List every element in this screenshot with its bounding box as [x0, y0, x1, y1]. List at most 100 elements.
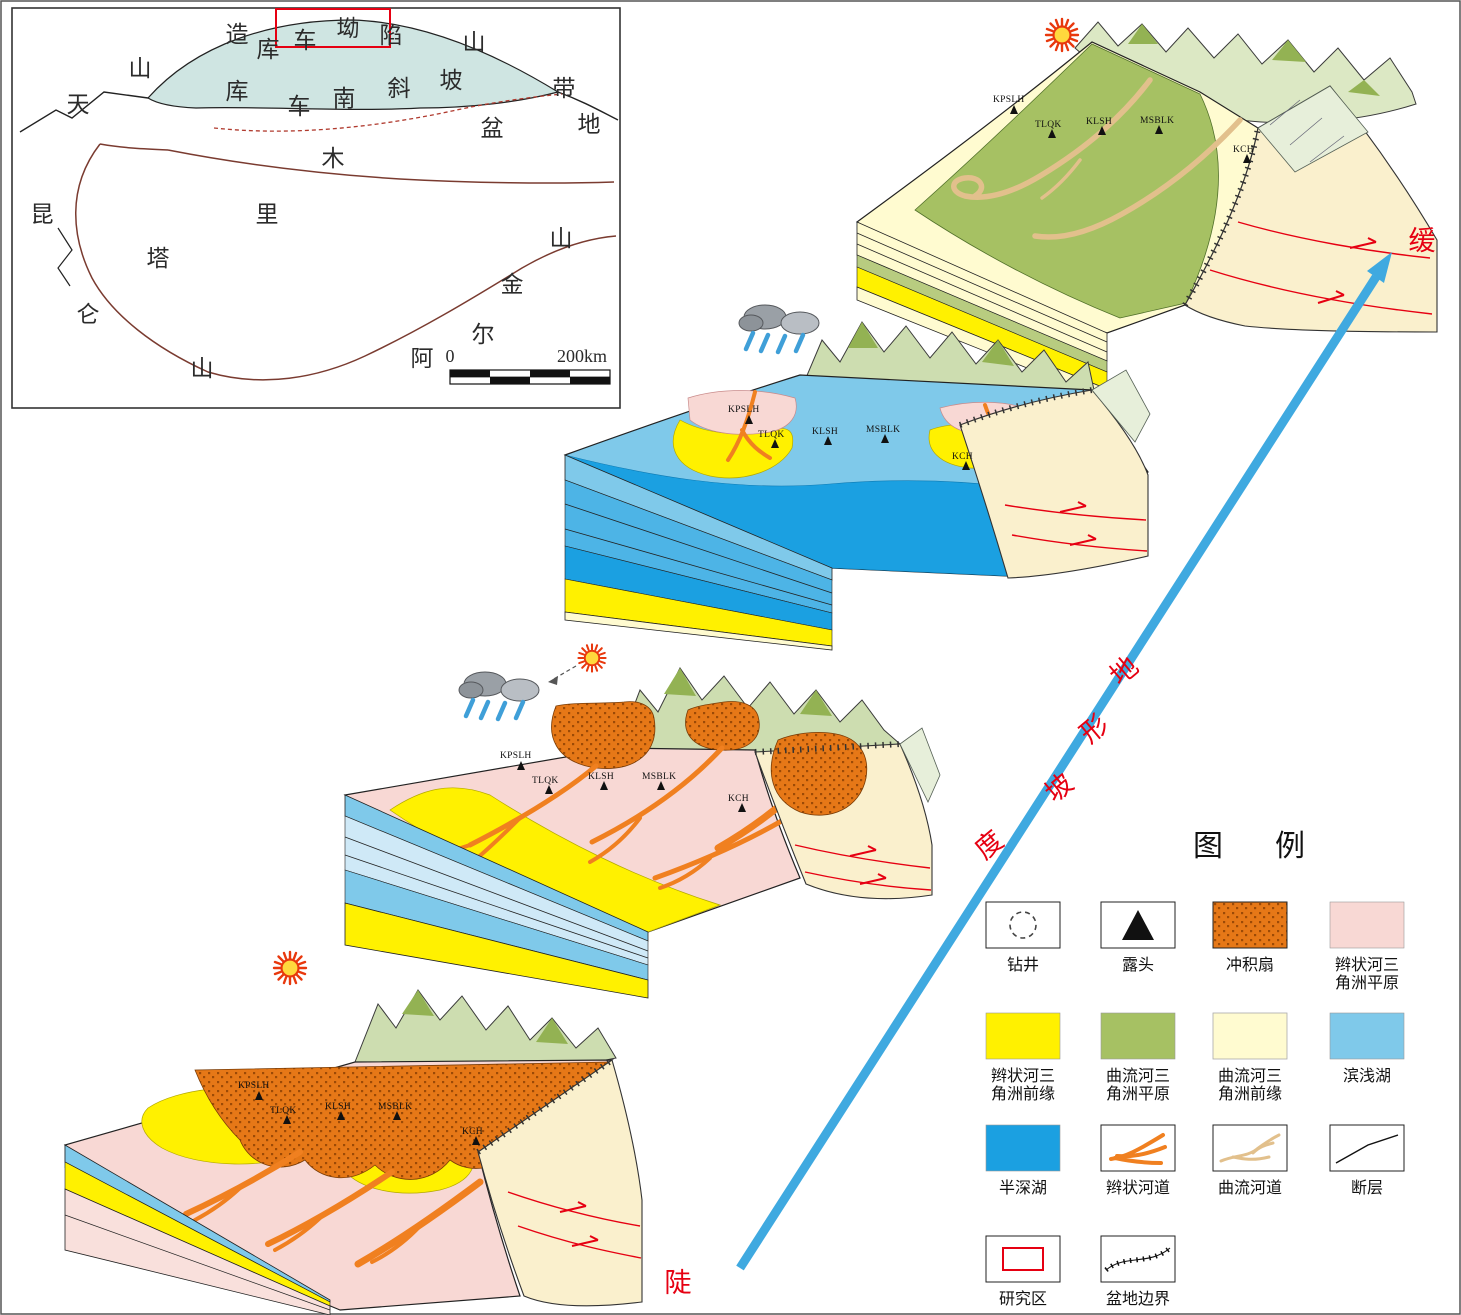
stratum-line: [564, 503, 833, 594]
svg-text:冲积扇: 冲积扇: [1226, 956, 1274, 974]
svg-text:辫状河三角洲前缘: 辫状河三角洲前缘: [991, 1067, 1055, 1103]
well-marker: [1155, 125, 1163, 134]
legend-item-meandering-channel: 曲流河道: [1212, 1124, 1288, 1197]
legend-swatch: [1212, 1124, 1288, 1172]
mountain-front-wedge: [477, 1059, 643, 1307]
map-label: 车: [294, 28, 317, 53]
legend-item-meandering-delta-plain: 曲流河三角洲平原: [1100, 1012, 1176, 1103]
legend-label: 角洲平原: [1106, 1085, 1170, 1103]
map-label: 陷: [380, 23, 403, 48]
legend-label: 断层: [1351, 1179, 1383, 1197]
legend-swatch: [1329, 1012, 1405, 1060]
stage2-strata-face: [344, 794, 649, 999]
scale-seg: [530, 370, 570, 377]
well-marker: [657, 781, 665, 790]
legend-swatch: [1329, 901, 1405, 949]
well-label-kch: KCH: [462, 1127, 483, 1137]
meandering-channel-icon: [1219, 1133, 1281, 1163]
legend-label: 角洲前缘: [991, 1085, 1055, 1103]
legend-title-right: 例: [1275, 830, 1305, 863]
fault-lines: [1004, 501, 1148, 552]
well-label-kpslh: KPSLH: [500, 751, 532, 761]
map-label: 山: [129, 56, 152, 81]
stage4-wells: KPSLH TLQK KLSH MSBLK KCH: [993, 95, 1254, 163]
stage-3-block: KPSLH TLQK KLSH MSBLK KCH: [563, 305, 1151, 651]
map-label: 尔: [472, 322, 495, 347]
legend-label: 冲积扇: [1226, 956, 1274, 974]
sun-to-rain-arrowhead: [548, 676, 558, 685]
well-marker: [255, 1091, 263, 1100]
scale-zero-label: 0: [446, 346, 455, 366]
legend-item-basin-boundary: 盆地边界: [1100, 1235, 1176, 1308]
scale-seg: [570, 377, 610, 384]
legend-label: 辫状河三: [1335, 956, 1399, 974]
well-label-tlqk: TLQK: [532, 776, 559, 786]
well-marker: [1010, 105, 1018, 114]
well-label-kpslh: KPSLH: [238, 1081, 270, 1091]
drill-well-icon: [1009, 911, 1037, 939]
svg-text:半深湖: 半深湖: [999, 1179, 1047, 1197]
legend-label: 钻井: [1007, 956, 1039, 974]
map-label: 山: [463, 30, 486, 55]
stratum-line: [344, 836, 649, 952]
legend-item-shore-shallow-lake: 滨浅湖: [1329, 1012, 1405, 1085]
foothill-facet: [899, 727, 941, 803]
braided-channels: [183, 1149, 484, 1268]
svg-text:滨浅湖: 滨浅湖: [1343, 1067, 1391, 1085]
well-label-klsh: KLSH: [1086, 117, 1112, 127]
svg-text:曲流河三角洲前缘: 曲流河三角洲前缘: [1218, 1067, 1282, 1103]
map-labels: 造 库 车 坳 陷 山 带 库 车 南 斜 坡 天 山 盆 地 木 里 塔 昆 …: [31, 16, 601, 381]
legend-item-braided-channel: 辫状河道: [1100, 1124, 1176, 1197]
sun-icon: [577, 643, 607, 673]
legend-label: 曲流河三: [1218, 1067, 1282, 1085]
svg-text:辫状河三角洲平原: 辫状河三角洲平原: [1335, 956, 1399, 992]
well-label-klsh: KLSH: [325, 1102, 351, 1112]
legend-item-fault: 断层: [1329, 1124, 1405, 1197]
legend-label: 盆地边界: [1106, 1290, 1170, 1308]
foothill-facet: [1091, 369, 1151, 443]
legend-label: 曲流河道: [1218, 1179, 1282, 1197]
mountain-shade: [1272, 40, 1306, 62]
stage-1-block: KPSLH TLQK KLSH MSBLK KCH: [63, 950, 643, 1315]
stratum-line: [856, 243, 1108, 353]
well-label-tlqk: TLQK: [270, 1106, 297, 1116]
stage-2-block: KPSLH TLQK KLSH MSBLK KCH: [343, 643, 941, 999]
well-marker: [745, 415, 753, 424]
alluvial-fan: [770, 732, 868, 816]
study-area-rect: [275, 8, 391, 48]
alluvial-fan: [685, 701, 760, 751]
map-label: 地: [578, 112, 601, 137]
basin-outline-south: [75, 143, 617, 381]
well-marker: [472, 1136, 480, 1145]
map-label: 阿: [411, 346, 434, 371]
well-label-klsh: KLSH: [812, 427, 838, 437]
svg-text:钻井: 钻井: [1007, 956, 1039, 974]
well-label-kch: KCH: [1233, 145, 1254, 155]
well-label-kch: KCH: [952, 452, 973, 462]
well-label-kpslh: KPSLH: [993, 95, 1025, 105]
legend-swatch: [1100, 1012, 1176, 1060]
map-label: 昆: [31, 202, 54, 227]
scale-max-label: 200km: [557, 346, 607, 366]
legend-label: 研究区: [999, 1290, 1047, 1308]
map-label: 山: [191, 356, 214, 381]
slope-label-steep: 陡: [665, 1268, 692, 1298]
fault-icon: [1335, 1134, 1399, 1164]
sun-icon: [1044, 17, 1080, 53]
fault-lines: [507, 1191, 642, 1259]
stratum-line: [344, 854, 649, 959]
mountain-shade: [848, 322, 878, 348]
stage2-wells: KPSLH TLQK KLSH MSBLK KCH: [500, 751, 749, 812]
well-marker: [1243, 154, 1251, 163]
legend-label: 辫状河三: [991, 1067, 1055, 1085]
legend-swatch: [1100, 1235, 1176, 1283]
basin-boundary-hachure: [958, 387, 1093, 428]
stratum: [564, 611, 833, 651]
sun-icon: [272, 950, 308, 986]
legend-swatch: [985, 901, 1061, 949]
mountain-front-wedge: [959, 389, 1149, 579]
well-label-tlqk: TLQK: [1035, 120, 1062, 130]
kuqa-depression-region: [147, 19, 560, 111]
